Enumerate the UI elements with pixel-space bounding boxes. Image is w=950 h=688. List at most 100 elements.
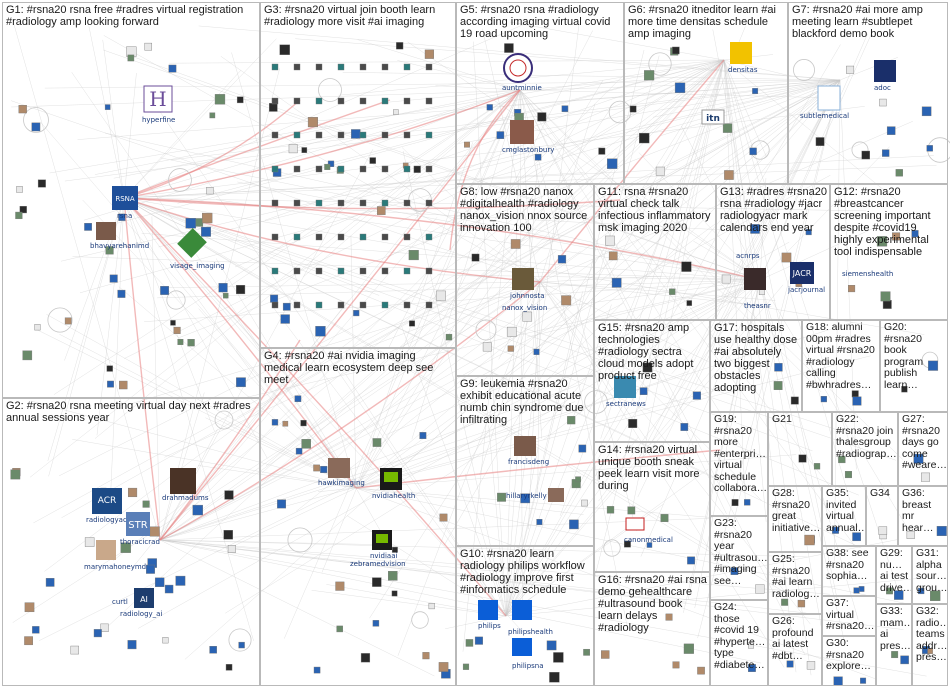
graph-node[interactable]	[118, 213, 126, 221]
graph-node[interactable]	[324, 163, 331, 170]
graph-node[interactable]	[569, 519, 579, 530]
graph-node[interactable]	[882, 149, 890, 157]
graph-node[interactable]	[913, 453, 924, 464]
graph-node[interactable]	[537, 112, 547, 122]
graph-node[interactable]	[672, 661, 680, 669]
graph-node[interactable]	[680, 423, 689, 431]
canonmedical-node[interactable]: canonmedical	[624, 517, 673, 544]
graph-node[interactable]	[534, 154, 542, 161]
graph-node[interactable]	[646, 542, 653, 548]
graph-node[interactable]	[271, 199, 279, 207]
graph-node[interactable]	[624, 540, 631, 548]
graph-node[interactable]	[894, 590, 904, 600]
group-g21[interactable]: G21	[768, 412, 832, 486]
group-g4[interactable]: G4: #rsna20 #ai nvidia imaging medical l…	[260, 348, 456, 686]
densitas-node[interactable]: densitas	[728, 42, 758, 74]
graph-node[interactable]	[271, 63, 279, 71]
group-g1[interactable]: G1: #rsna20 rsna free #radres virtual re…	[2, 2, 260, 398]
graph-node[interactable]	[686, 300, 693, 306]
graph-node[interactable]	[533, 348, 540, 355]
jacrjournal-node[interactable]: JACR jacrjournal	[787, 262, 825, 294]
graph-node[interactable]	[786, 660, 794, 668]
hyperfine-node[interactable]: H hyperfine	[142, 85, 175, 124]
graph-node[interactable]	[127, 487, 138, 498]
group-g7[interactable]: G7: #rsna20 #ai more amp meeting learn #…	[788, 2, 948, 184]
graph-node[interactable]	[293, 301, 301, 309]
graph-node[interactable]	[214, 94, 226, 105]
graph-node[interactable]	[781, 252, 792, 263]
graph-node[interactable]	[209, 112, 216, 119]
graph-node[interactable]	[464, 141, 470, 148]
graph-node[interactable]	[425, 131, 433, 139]
graph-node[interactable]	[313, 464, 320, 472]
graph-node[interactable]	[337, 97, 345, 105]
graph-node[interactable]	[482, 342, 492, 352]
graph-node[interactable]	[360, 653, 371, 663]
graph-node[interactable]	[419, 432, 427, 440]
graph-node[interactable]	[425, 199, 433, 207]
graph-node[interactable]	[895, 169, 903, 177]
graph-node[interactable]	[280, 314, 290, 324]
graph-node[interactable]	[146, 564, 155, 574]
graph-node[interactable]	[669, 288, 676, 295]
graph-node[interactable]	[282, 420, 289, 427]
graph-node[interactable]	[583, 648, 590, 656]
graph-node[interactable]	[177, 339, 184, 345]
graph-node[interactable]	[336, 625, 343, 633]
graph-node[interactable]	[202, 212, 213, 224]
graph-node[interactable]	[496, 131, 505, 139]
graph-node[interactable]	[206, 187, 214, 195]
graph-node[interactable]	[70, 645, 79, 655]
graph-node[interactable]	[755, 584, 765, 594]
graph-node[interactable]	[293, 131, 301, 139]
graph-node[interactable]	[629, 105, 637, 113]
graph-node[interactable]	[393, 109, 399, 115]
graph-node[interactable]	[773, 381, 783, 390]
group-g25[interactable]: G25: #rsna20 #ai learn radiolog…	[768, 552, 822, 614]
graph-node[interactable]	[84, 537, 95, 547]
graph-node[interactable]	[236, 377, 246, 388]
graph-node[interactable]	[271, 97, 279, 105]
graph-node[interactable]	[601, 650, 610, 659]
graph-node[interactable]	[127, 54, 135, 62]
graph-node[interactable]	[224, 490, 234, 500]
graph-node[interactable]	[471, 253, 480, 262]
graph-node[interactable]	[381, 165, 389, 173]
graph-node[interactable]	[832, 526, 839, 534]
graph-node[interactable]	[320, 465, 328, 474]
graph-node[interactable]	[144, 42, 153, 51]
graph-node[interactable]	[315, 165, 323, 173]
graph-node[interactable]	[750, 224, 760, 234]
graph-node[interactable]	[396, 42, 404, 50]
group-g18[interactable]: G18: alumni 00pm #radres virtual #rsna20…	[802, 320, 880, 412]
graph-node[interactable]	[381, 63, 389, 71]
graph-node[interactable]	[301, 147, 308, 153]
graph-node[interactable]	[813, 463, 821, 470]
group-g23[interactable]: G23: #rsna20 year #ultrasou… #imaging se…	[710, 516, 768, 600]
group-g35[interactable]: G35: invited virtual annual…	[822, 486, 866, 546]
graph-node[interactable]	[781, 598, 789, 606]
graph-node[interactable]	[627, 506, 636, 515]
group-g19[interactable]: G19: #rsna20 more #enterpri… virtual sch…	[710, 412, 768, 516]
graph-node[interactable]	[900, 655, 909, 665]
group-g15[interactable]: G15: #rsna20 amp technologies #radiology…	[594, 320, 710, 442]
philipshealth-node[interactable]: philipshealth	[508, 600, 553, 636]
graph-node[interactable]	[639, 132, 650, 144]
group-g6[interactable]: G6: #rsna20 itneditor learn #ai more tim…	[624, 2, 788, 184]
graph-node[interactable]	[879, 98, 887, 107]
graph-node[interactable]	[425, 97, 433, 105]
graph-node[interactable]	[359, 267, 367, 275]
graph-node[interactable]	[100, 623, 109, 632]
graph-node[interactable]	[497, 492, 506, 502]
graph-node[interactable]	[438, 662, 449, 672]
graph-node[interactable]	[327, 160, 335, 167]
bhavyarehanimd-node[interactable]: bhavyarehanimd	[90, 222, 149, 250]
graph-node[interactable]	[388, 571, 398, 581]
group-g13[interactable]: G13: #radres #rsna20 rsna #radiology #ja…	[716, 184, 830, 320]
graph-node[interactable]	[465, 639, 474, 647]
graph-node[interactable]	[381, 267, 389, 275]
graph-node[interactable]	[730, 567, 739, 575]
graph-node[interactable]	[804, 534, 815, 546]
graph-node[interactable]	[536, 519, 543, 526]
visage-imaging-node[interactable]: visage_imaging	[170, 228, 225, 270]
